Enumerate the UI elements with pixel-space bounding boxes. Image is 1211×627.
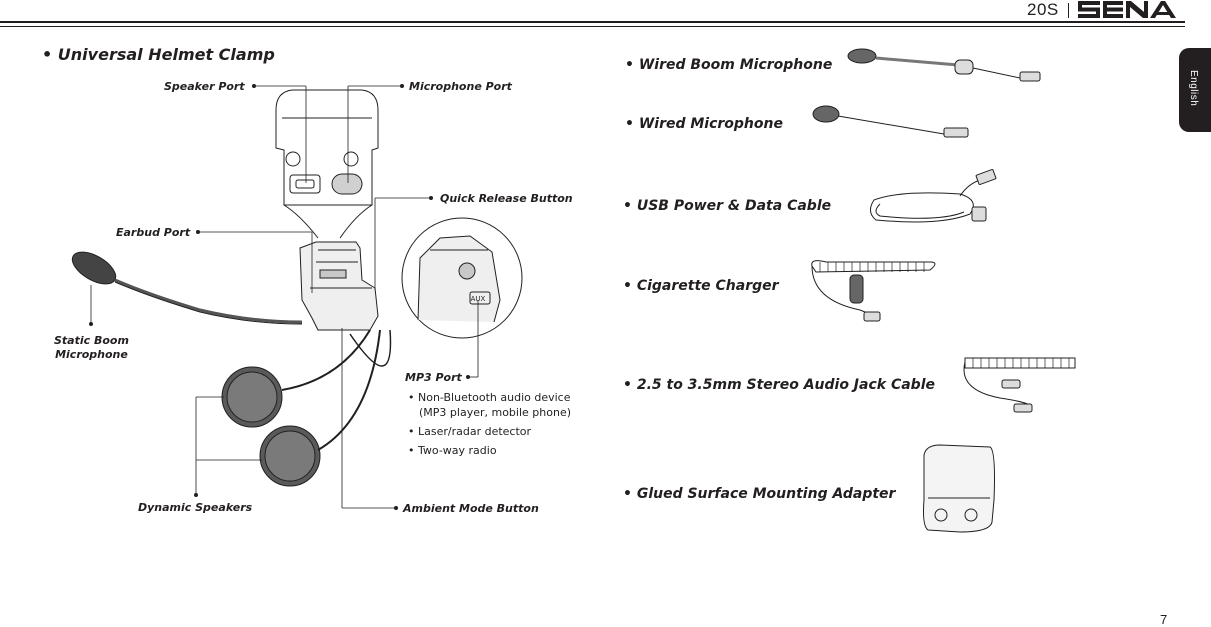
mp3-device-item: • Two-way radio <box>408 444 497 457</box>
section-title-text: Universal Helmet Clamp <box>57 45 275 64</box>
mounting-adapter-drawing <box>923 444 995 533</box>
port-detail-frame <box>275 89 379 206</box>
mp3-device-item: • Non-Bluetooth audio device (MP3 player… <box>408 391 572 419</box>
sena-logo <box>1078 1 1176 18</box>
accessory-wired-microphone: • Wired Microphone <box>625 116 783 132</box>
accessory-audio-jack-cable: • 2.5 to 3.5mm Stereo Audio Jack Cable <box>623 377 935 393</box>
earbud-port-label: Earbud Port <box>116 226 191 239</box>
audio-jack-cable-drawing <box>964 357 1076 369</box>
aux-marking: AUX <box>471 295 486 303</box>
quick-release-button-label: Quick Release Button <box>440 192 573 205</box>
dynamic-speakers-label: Dynamic Speakers <box>138 501 253 514</box>
model-name: 20S <box>1027 0 1059 19</box>
header-rule-thin <box>0 26 1185 27</box>
accessory-usb-cable: • USB Power & Data Cable <box>623 198 832 214</box>
language-tab: English <box>1179 48 1211 132</box>
static-boom-microphone-label-line2: Microphone <box>55 348 128 361</box>
static-boom-microphone-label: Static Boom Microphone <box>54 334 129 362</box>
mp3-port-label: MP3 Port <box>405 371 462 384</box>
microphone-port-label: Microphone Port <box>409 80 512 93</box>
header-rule <box>0 21 1185 23</box>
ambient-mode-button-label: Ambient Mode Button <box>403 502 539 515</box>
accessory-cigarette-charger: • Cigarette Charger <box>623 278 779 294</box>
section-title: • Universal Helmet Clamp <box>42 45 275 64</box>
static-boom-microphone-label-line1: Static Boom <box>54 334 129 347</box>
mp3-device-list: • Non-Bluetooth audio device (MP3 player… <box>408 390 588 462</box>
speaker-port-label: Speaker Port <box>164 80 245 93</box>
wired-mic-drawing <box>812 105 840 123</box>
usb-cable-drawing <box>870 192 974 223</box>
cigarette-charger-drawing <box>811 260 936 273</box>
page-number: 7 <box>1160 612 1168 627</box>
header-separator <box>1068 3 1069 18</box>
wired-boom-mic-drawing <box>847 48 877 64</box>
accessory-mounting-adapter: • Glued Surface Mounting Adapter <box>623 486 896 502</box>
mp3-device-item: • Laser/radar detector <box>408 425 532 438</box>
language-tab-label: English <box>1188 70 1199 107</box>
accessory-wired-boom-microphone: • Wired Boom Microphone <box>625 57 833 73</box>
